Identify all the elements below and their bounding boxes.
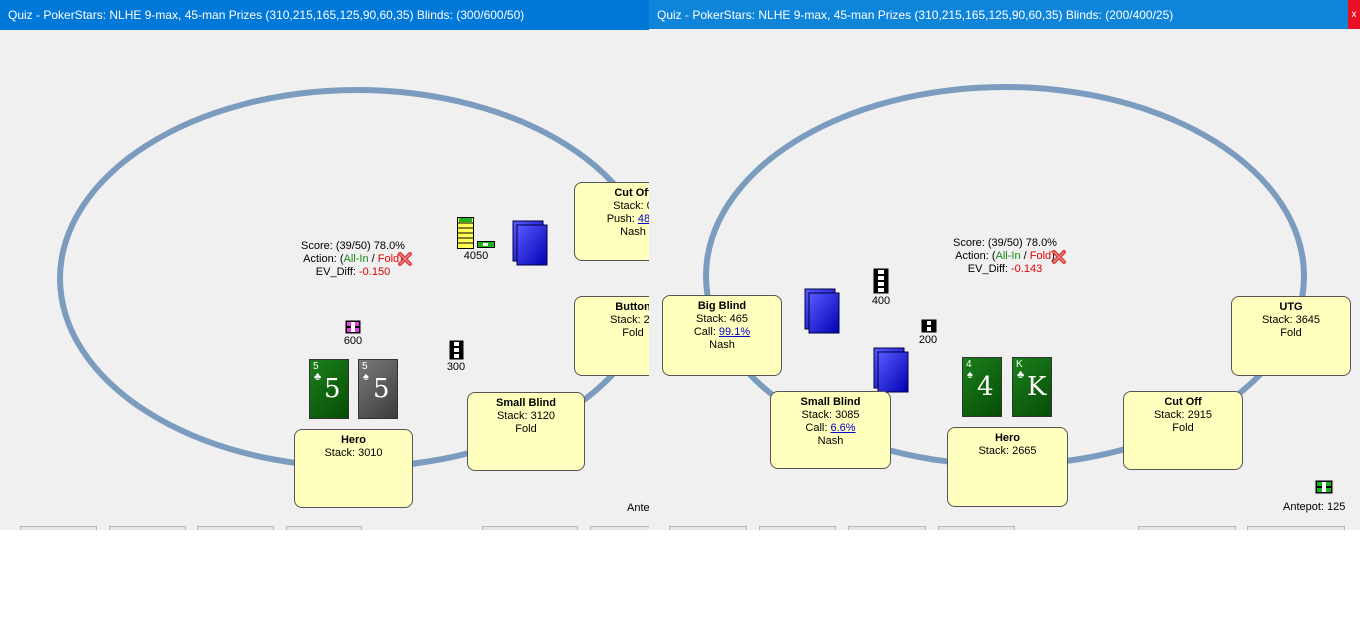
bottom-button-5[interactable] [1138,526,1236,530]
action-line: Action: (All-In / Fold) [955,250,1055,262]
seat-cut-off[interactable]: Cut Off Stack: 2915 Fold [1123,391,1243,470]
window-title: Quiz - PokerStars: NLHE 9-max, 45-man Pr… [657,8,1174,22]
ev-diff-line: EV_Diff: -0.143 [967,263,1043,275]
call-range-link[interactable]: 99.1% [718,326,751,338]
bottom-button-3[interactable] [197,526,274,530]
club-icon: ♣ [1017,369,1025,381]
close-icon: x [1351,9,1357,20]
score-panel: Score: (39/50) 78.0% Action: (All-In / F… [278,240,428,279]
bottom-button-2[interactable] [759,526,836,530]
hero-card-1: 5 ♣ 5 [309,359,349,419]
action-fold: Fold [377,253,400,265]
hero-card-2: 5 ♠ 5 [358,359,398,419]
spade-icon: ♠ [967,369,973,381]
action-allin: All-In [995,250,1021,262]
score-text: Score: (39/50) 78.0% [301,240,405,252]
score-panel: Score: (39/50) 78.0% Action: (All-In / F… [930,237,1080,276]
bottom-button-2[interactable] [109,526,186,530]
bottom-button-1[interactable] [669,526,747,530]
action-line: Action: (All-In / Fold) [303,253,403,265]
quiz-window-left: Quiz - PokerStars: NLHE 9-max, 45-man Pr… [0,0,649,530]
bottom-button-1[interactable] [20,526,97,530]
hero-card-1: 4 ♠ 4 [962,357,1002,417]
bottom-button-6[interactable] [1247,526,1345,530]
chip-amount-bb: 400 [871,295,891,307]
quiz-window-right: Quiz - PokerStars: NLHE 9-max, 45-man Pr… [649,0,1360,530]
ev-diff-line: EV_Diff: -0.150 [315,266,391,278]
seat-hero[interactable]: Hero Stack: 3010 [294,429,413,508]
ev-diff-value: -0.143 [1011,263,1043,275]
ev-diff-value: -0.150 [359,266,391,278]
push-range-link[interactable]: 48.4 [637,213,649,225]
big-blind-chip-icon [873,268,889,294]
chip-amount-pot: 4050 [463,250,489,262]
seat-utg[interactable]: UTG Stack: 3645 Fold [1231,296,1351,376]
bottom-button-4[interactable] [938,526,1015,530]
wrong-answer-icon [1052,250,1066,264]
score-text: Score: (39/50) 78.0% [953,237,1057,249]
seat-hero[interactable]: Hero Stack: 2665 [947,427,1068,507]
window-title: Quiz - PokerStars: NLHE 9-max, 45-man Pr… [8,8,525,22]
chip-amount-sb: 300 [446,361,466,373]
bottom-button-4[interactable] [286,526,362,530]
seat-button[interactable]: Button Stack: 22 Fold [574,296,649,376]
deck-icon [873,347,909,393]
club-icon: ♣ [314,371,322,383]
seat-small-blind[interactable]: Small Blind Stack: 3120 Fold [467,392,585,471]
close-button[interactable]: x [1348,0,1360,29]
antepot-label: Ante [627,502,649,514]
bottom-button-5[interactable] [482,526,578,530]
chip-stack-icon [457,217,495,249]
bottom-button-6[interactable] [590,526,649,530]
deck-icon [804,288,840,334]
title-bar[interactable]: Quiz - PokerStars: NLHE 9-max, 45-man Pr… [649,0,1360,29]
seat-big-blind[interactable]: Big Blind Stack: 465 Call: 99.1% Nash [662,295,782,376]
spade-icon: ♠ [363,371,369,383]
small-blind-chip-icon [921,319,937,333]
chip-amount-bb: 600 [343,335,363,347]
small-blind-chip-icon [449,340,464,360]
action-fold: Fold [1029,250,1052,262]
wrong-answer-icon [398,252,412,266]
title-bar[interactable]: Quiz - PokerStars: NLHE 9-max, 45-man Pr… [0,0,649,30]
chip-amount-sb: 200 [918,334,938,346]
seat-cut-off[interactable]: Cut Off Stack: 0 Push: 48.4 Nash [574,182,649,261]
action-allin: All-In [343,253,369,265]
hero-card-2: K ♣ K [1012,357,1052,417]
bottom-button-3[interactable] [848,526,926,530]
deck-icon [512,220,548,266]
antepot-label: Antepot: 125 [1283,501,1346,513]
seat-small-blind[interactable]: Small Blind Stack: 3085 Call: 6.6% Nash [770,391,891,469]
antepot-chip-icon [1315,480,1333,494]
call-range-link[interactable]: 6.6% [830,422,856,434]
big-blind-chip-icon [345,320,361,334]
